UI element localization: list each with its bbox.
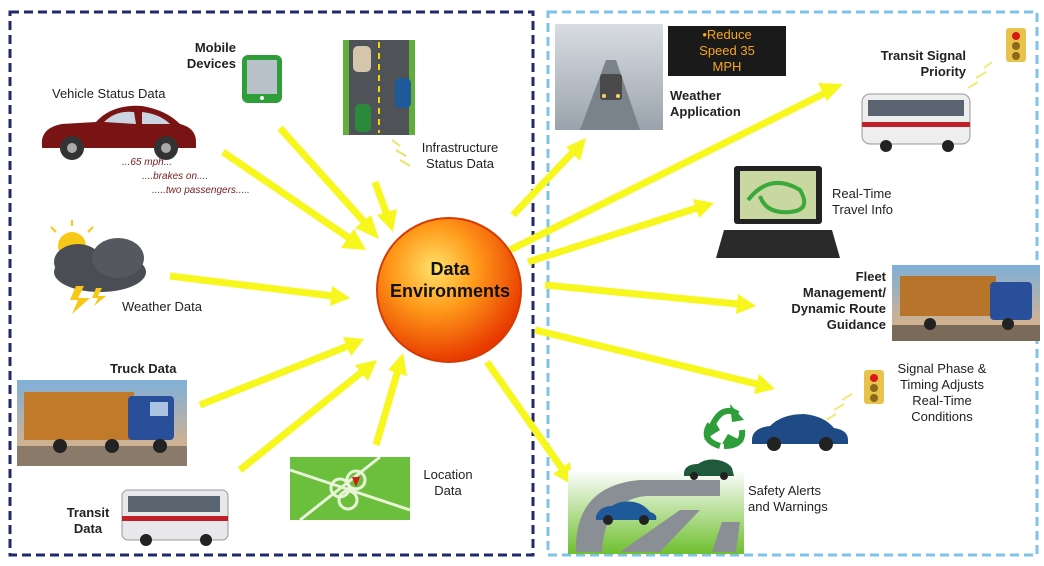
travel-info-line1: Real-Time <box>832 186 892 201</box>
safety-line2: and Warnings <box>748 499 828 514</box>
signal-phase-line3: Real-Time <box>912 393 972 408</box>
transit-priority-bus-icon <box>861 93 971 152</box>
weather-data-label: Weather Data <box>122 299 202 314</box>
laptop-map-icon <box>716 166 840 258</box>
transit-line2: Data <box>73 521 103 536</box>
center-label-line1: Data <box>430 259 470 279</box>
transit-bus-icon <box>121 489 229 546</box>
mobile-device-icon <box>242 55 282 103</box>
real-time-travel-info-label: Real-Time Travel Info <box>832 186 922 218</box>
transit-signal-priority-label: Transit Signal Priority <box>866 48 966 80</box>
arrow-weather <box>169 272 334 300</box>
arrow-fleet <box>544 281 739 308</box>
weather-app-line1: Weather <box>670 88 722 103</box>
signal-phase-traffic-light-icon <box>825 370 884 421</box>
vms-line1: •Reduce <box>702 27 752 42</box>
arrow-travel <box>526 204 699 266</box>
vehicle-note-3: .....two passengers..... <box>152 185 250 196</box>
location-line1: Location <box>423 467 473 482</box>
arrow-location <box>372 369 402 446</box>
center-label: Data Environments <box>370 258 530 302</box>
transit-signal-line2: Priority <box>920 64 966 79</box>
transit-line1: Transit <box>66 505 110 520</box>
vehicle-car-icon <box>41 105 197 160</box>
fleet-truck-photo <box>892 265 1040 341</box>
arrow-safety <box>484 359 566 473</box>
signal-phase-line1: Signal Phase & <box>897 361 987 376</box>
variable-message-sign: •Reduce Speed 35 MPH <box>668 26 786 76</box>
center-label-line2: Environments <box>389 281 511 301</box>
fleet-line3: Dynamic Route <box>791 301 886 316</box>
truck-data-label: Truck Data <box>110 361 177 376</box>
arrow-mobile <box>277 125 370 228</box>
arrow-truck <box>198 342 350 409</box>
fleet-line4: Guidance <box>826 317 886 332</box>
data-environments-sphere <box>376 217 522 363</box>
arrow-vehicle <box>221 149 354 243</box>
weather-app-line2: Application <box>670 104 741 119</box>
blue-car-icon <box>752 414 848 451</box>
location-map-icon <box>289 455 411 522</box>
infrastructure-line1: Infrastructure <box>421 140 499 155</box>
input-arrows <box>169 125 407 473</box>
location-line2: Data <box>434 483 462 498</box>
location-data-label: Location Data <box>416 467 480 499</box>
arrow-transit <box>237 368 366 473</box>
travel-info-line2: Travel Info <box>832 202 893 217</box>
fleet-line2: Management/ <box>802 285 886 300</box>
mobile-devices-label: Mobile Devices <box>170 40 236 72</box>
vehicle-status-label: Vehicle Status Data <box>52 86 166 101</box>
snowy-road-photo <box>555 24 663 130</box>
vms-line3: MPH <box>712 59 742 74</box>
output-arrows <box>484 83 843 485</box>
signal-phase-line4: Conditions <box>911 409 973 424</box>
arrow-signal-phase <box>534 326 758 388</box>
transit-signal-line1: Transit Signal <box>880 48 966 63</box>
truck-photo <box>17 380 187 466</box>
safety-alerts-label: Safety Alerts and Warnings <box>748 483 858 515</box>
infrastructure-line2: Status Data <box>426 156 494 171</box>
safety-line1: Safety Alerts <box>748 483 821 498</box>
mobile-line1: Mobile <box>194 40 236 55</box>
weather-application-label: Weather Application <box>670 88 780 120</box>
arrow-infra <box>371 180 391 217</box>
transit-data-label: Transit Data <box>62 505 114 537</box>
fleet-management-label: Fleet Management/ Dynamic Route Guidance <box>768 269 886 333</box>
infrastructure-status-label: Infrastructure Status Data <box>412 140 508 172</box>
vehicle-note-1: ...65 mph... <box>122 157 173 168</box>
arrow-transit-signal <box>508 88 829 254</box>
fleet-line1: Fleet <box>855 269 886 284</box>
signal-phase-label: Signal Phase & Timing Adjusts Real-Time … <box>886 361 998 425</box>
mobile-line2: Devices <box>186 56 236 71</box>
infrastructure-road-icon <box>343 40 415 167</box>
arrow-weather-app <box>510 147 578 218</box>
recycle-icon <box>694 396 754 452</box>
vehicle-note-2: ....brakes on.... <box>142 171 209 182</box>
signal-phase-line2: Timing Adjusts <box>899 377 985 392</box>
vms-line2: Speed 35 <box>699 43 755 58</box>
weather-cloud-icon <box>50 220 146 314</box>
traffic-light-icon <box>967 28 1026 89</box>
safety-alerts-road-icon <box>568 459 744 554</box>
